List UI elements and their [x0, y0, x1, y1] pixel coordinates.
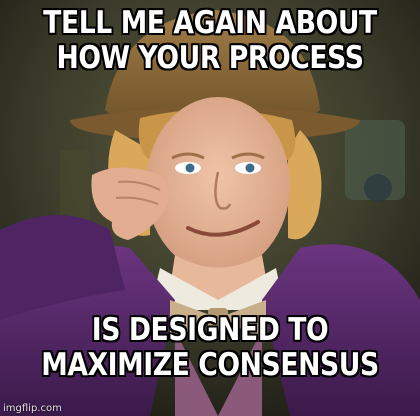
top-caption: TELL ME AGAIN ABOUT HOW YOUR PROCESS: [29, 6, 390, 76]
top-caption-line-2: HOW YOUR PROCESS: [56, 40, 364, 76]
bottom-caption-line-2: MAXIMIZE CONSENSUS: [41, 347, 379, 383]
bottom-caption-line-1: IS DESIGNED TO: [91, 312, 329, 348]
imgflip-watermark: imgflip.com: [3, 403, 62, 414]
bottom-caption: IS DESIGNED TO MAXIMIZE CONSENSUS: [29, 313, 390, 383]
top-caption-line-1: TELL ME AGAIN ABOUT: [43, 5, 377, 41]
